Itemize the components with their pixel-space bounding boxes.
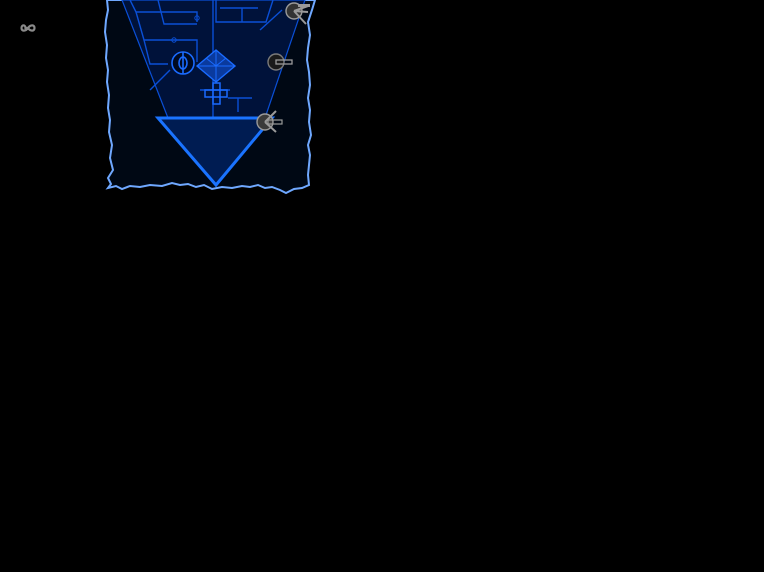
level-map-fragment[interactable]: [100, 0, 320, 200]
diamond-crystal-icon[interactable]: [195, 49, 237, 83]
wrench-marker-top[interactable]: [285, 2, 310, 25]
wrench-marker-bottom[interactable]: [256, 110, 283, 133]
pipe-node: [194, 15, 200, 21]
cross-junction-icon[interactable]: [204, 82, 228, 105]
exit-triangle[interactable]: [154, 116, 276, 188]
infinity-icon: [20, 24, 36, 32]
central-valve-icon[interactable]: [171, 51, 195, 75]
wrench-marker-middle[interactable]: [267, 53, 293, 71]
pipe-node: [171, 37, 177, 43]
